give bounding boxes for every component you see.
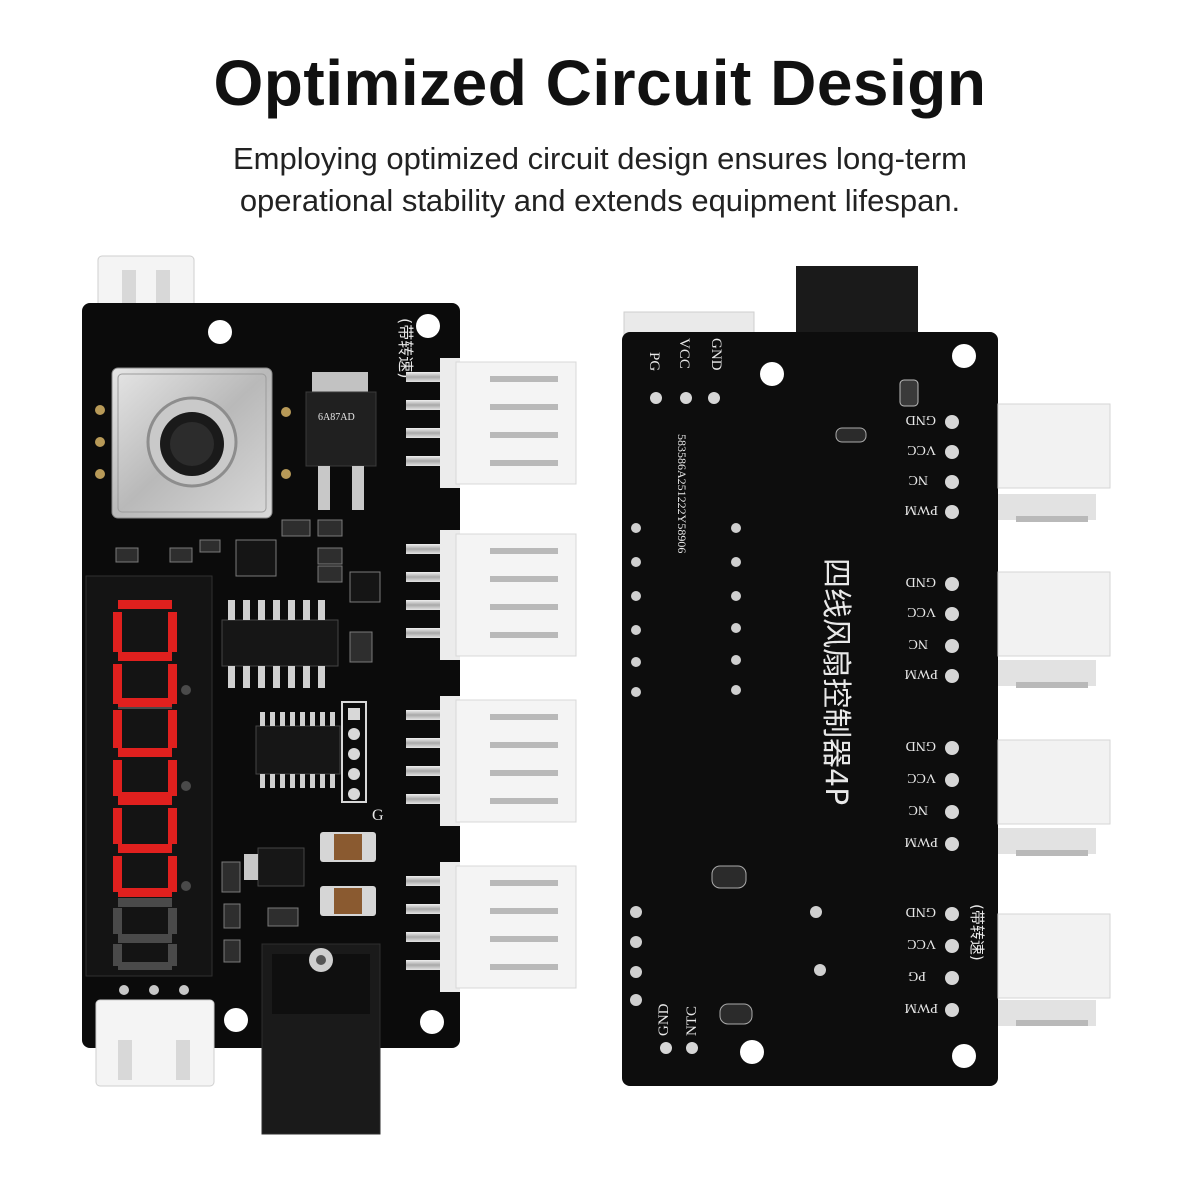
fan-connector-4 [406, 862, 577, 992]
dc-power-jack [261, 943, 381, 1135]
subtitle-line-1: Employing optimized circuit design ensur… [233, 141, 967, 176]
port1-pin-pwm: PWM [904, 502, 938, 517]
port3-pin-nc: NC [909, 802, 928, 817]
port3-pin-pwm: PWM [904, 834, 938, 849]
ic-chip [255, 712, 341, 788]
port4-pin-gnd: GND [906, 904, 936, 919]
smd-components [115, 519, 381, 963]
voltage-regulator: 6A87AD [305, 372, 377, 510]
capacitor [320, 832, 376, 862]
pin-label-vcc: VCC [676, 338, 692, 369]
back-board: PG VCC GND 583586A251222Y58906 四线风扇控制器4P [622, 266, 1111, 1086]
seven-segment-display [85, 575, 213, 977]
port3-pin-vcc: VCC [907, 770, 936, 785]
page-subtitle: Employing optimized circuit design ensur… [0, 138, 1200, 222]
rotary-encoder [95, 367, 291, 519]
digit-4 [113, 881, 191, 970]
fan-connector-2 [406, 530, 577, 660]
port1-pin-nc: NC [909, 472, 928, 487]
fan-connector-1 [406, 358, 577, 488]
port2-pin-gnd: GND [906, 574, 936, 589]
product-name: 四线风扇控制器4P [818, 558, 853, 805]
front-board: 6A87AD (带转速) G [82, 255, 577, 1135]
sensor-pin-gnd: GND [656, 1003, 672, 1036]
mounting-hole [224, 1008, 248, 1032]
front-g-label: G [372, 807, 384, 824]
mounting-hole [420, 1010, 444, 1034]
subtitle-line-2: operational stability and extends equipm… [239, 183, 961, 218]
back-speed-label: (带转速) [968, 904, 986, 961]
port4-pin-pwm: PWM [904, 1000, 938, 1015]
front-bottom-connector [95, 985, 215, 1087]
pin-label-pg: PG [646, 352, 662, 371]
port2-pin-vcc: VCC [907, 604, 936, 619]
small-regulator [244, 847, 305, 887]
back-port-2: GND VCC NC PWM [904, 571, 1111, 688]
mounting-hole [952, 1044, 976, 1068]
mounting-hole [760, 362, 784, 386]
back-port-3: GND VCC NC PWM [904, 738, 1111, 856]
back-pcb [622, 332, 998, 1086]
page-title: Optimized Circuit Design [213, 47, 987, 119]
back-pad-column [630, 523, 826, 1006]
port2-pin-nc: NC [909, 636, 928, 651]
port1-pin-gnd: GND [906, 412, 936, 427]
pin-label-gnd: GND [708, 338, 724, 371]
front-speed-label: (带转速) [396, 318, 415, 379]
svg-text:6A87AD: 6A87AD [318, 412, 355, 423]
port1-pin-vcc: VCC [907, 442, 936, 457]
back-port-1: GND VCC NC PWM [904, 403, 1111, 522]
mounting-hole [952, 344, 976, 368]
port4-pin-pg: PG [908, 968, 926, 983]
digit-3 [113, 781, 191, 897]
program-header [341, 701, 367, 803]
mounting-hole [740, 1040, 764, 1064]
fan-connector-3 [406, 696, 577, 826]
mounting-hole [416, 314, 440, 338]
ic-chip [221, 600, 339, 688]
capacitor [320, 886, 376, 916]
port3-pin-gnd: GND [906, 738, 936, 753]
back-port-4: GND VCC PG PWM (带转速) [904, 904, 1111, 1026]
product-photo: 6A87AD (带转速) G [82, 255, 1111, 1135]
mounting-hole [208, 320, 232, 344]
serial-number: 583586A251222Y58906 [675, 434, 689, 553]
sensor-pin-ntc: NTC [684, 1006, 700, 1036]
port2-pin-pwm: PWM [904, 666, 938, 681]
port4-pin-vcc: VCC [907, 936, 936, 951]
